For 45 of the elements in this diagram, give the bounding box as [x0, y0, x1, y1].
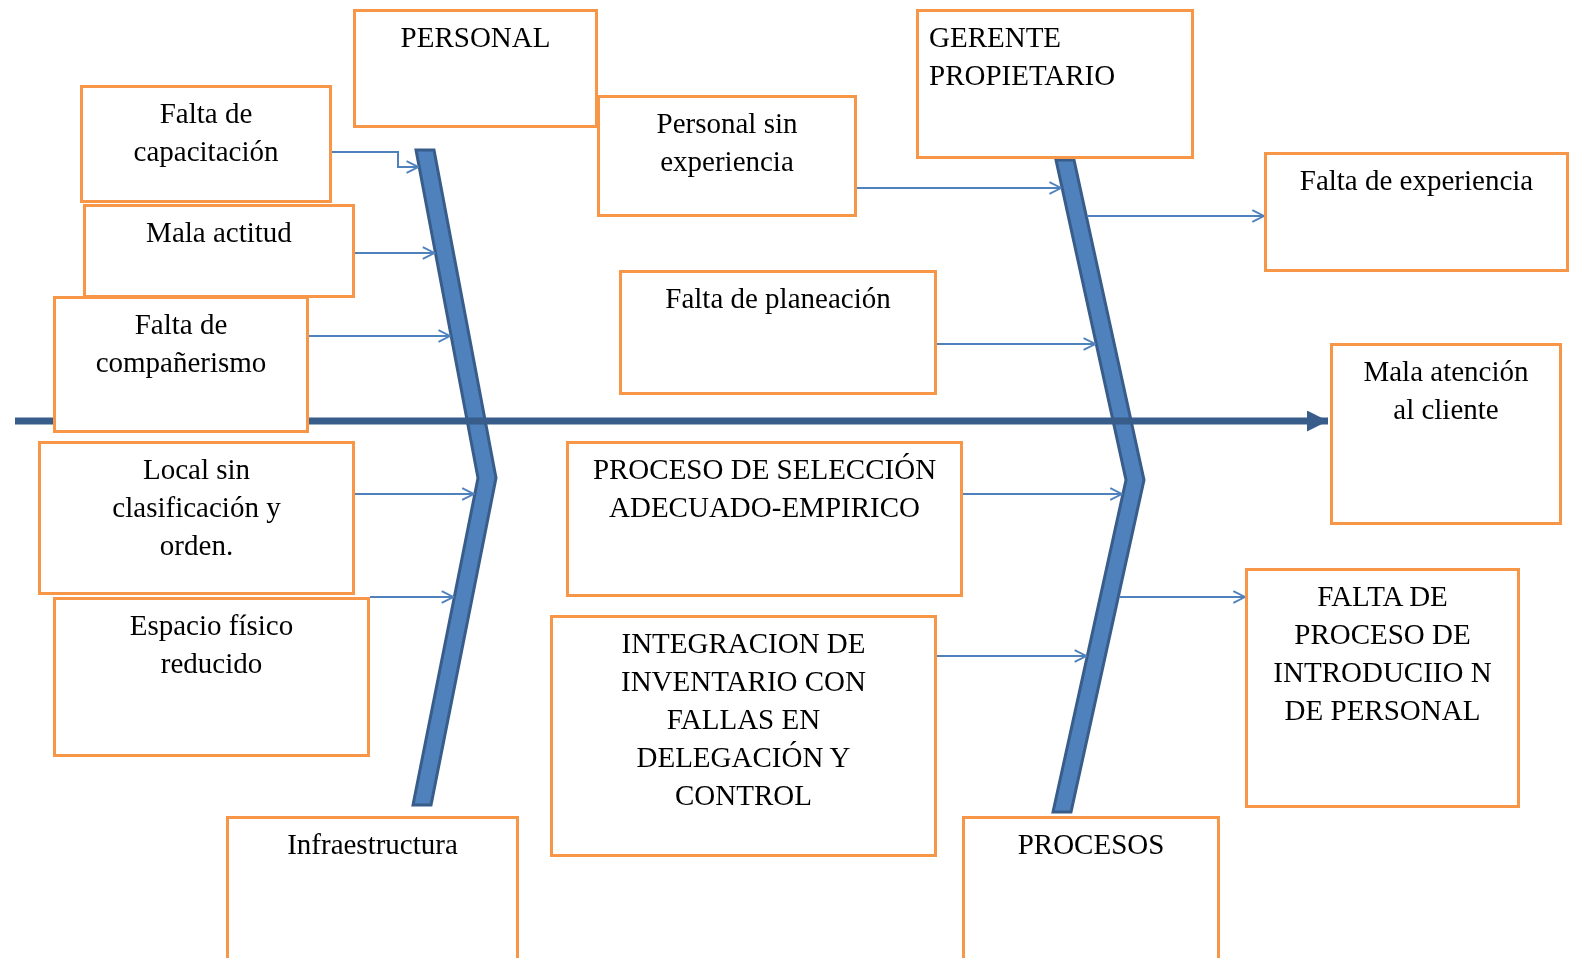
cause-box — [1330, 343, 1562, 525]
box-label: Personal sin experiencia — [655, 106, 799, 179]
box-label: FALTA DE PROCESO DE INTRODUCIIO N DE PERSONAL — [1272, 579, 1493, 728]
box-label: Falta de planeación — [664, 281, 892, 316]
box-label: PROCESOS — [1016, 827, 1166, 862]
fish-bone — [1051, 158, 1146, 814]
box-label: Infraestructura — [286, 827, 459, 862]
arrow — [856, 181, 1063, 195]
box-label: INTEGRACION DE INVENTARIO CON FALLAS EN DELEGACIÓN Y CONTROL — [620, 626, 867, 813]
cause-box — [619, 270, 937, 395]
arrow — [936, 649, 1088, 663]
cause-box — [80, 85, 332, 203]
cause-box — [550, 615, 937, 857]
box-label: Local sin clasificación y orden. — [111, 452, 282, 563]
cause-box — [53, 597, 370, 757]
cause-box — [962, 816, 1220, 958]
box-label: PROCESO DE SELECCIÓN ADECUADO-EMPIRICO — [591, 452, 938, 525]
cause-box — [226, 816, 519, 958]
arrow — [1086, 209, 1265, 223]
cause-box — [1245, 568, 1520, 808]
box-label: PERSONAL — [399, 20, 552, 55]
box-label: Falta de compañerismo — [94, 307, 268, 380]
cause-box — [566, 441, 963, 597]
arrow — [369, 590, 455, 604]
box-label: Falta de capacitación — [132, 96, 280, 169]
cause-box — [53, 296, 309, 433]
box-label: Mala actitud — [145, 215, 293, 250]
arrow — [962, 487, 1123, 501]
arrow — [354, 487, 475, 501]
cause-box — [916, 9, 1194, 159]
box-label: GERENTE PROPIETARIO — [929, 20, 1117, 93]
arrow — [308, 329, 452, 343]
cause-box — [1264, 152, 1569, 272]
arrow — [1118, 590, 1246, 604]
cause-box — [38, 441, 355, 595]
arrow — [331, 151, 420, 174]
cause-box — [597, 95, 857, 217]
cause-box — [353, 9, 598, 128]
cause-box — [83, 204, 355, 298]
arrow — [936, 337, 1097, 351]
arrow — [354, 246, 436, 260]
box-label: Espacio físico reducido — [128, 608, 295, 681]
box-label: Mala atención al cliente — [1362, 354, 1530, 427]
fish-bone — [411, 148, 498, 807]
box-label: Falta de experiencia — [1298, 163, 1535, 198]
